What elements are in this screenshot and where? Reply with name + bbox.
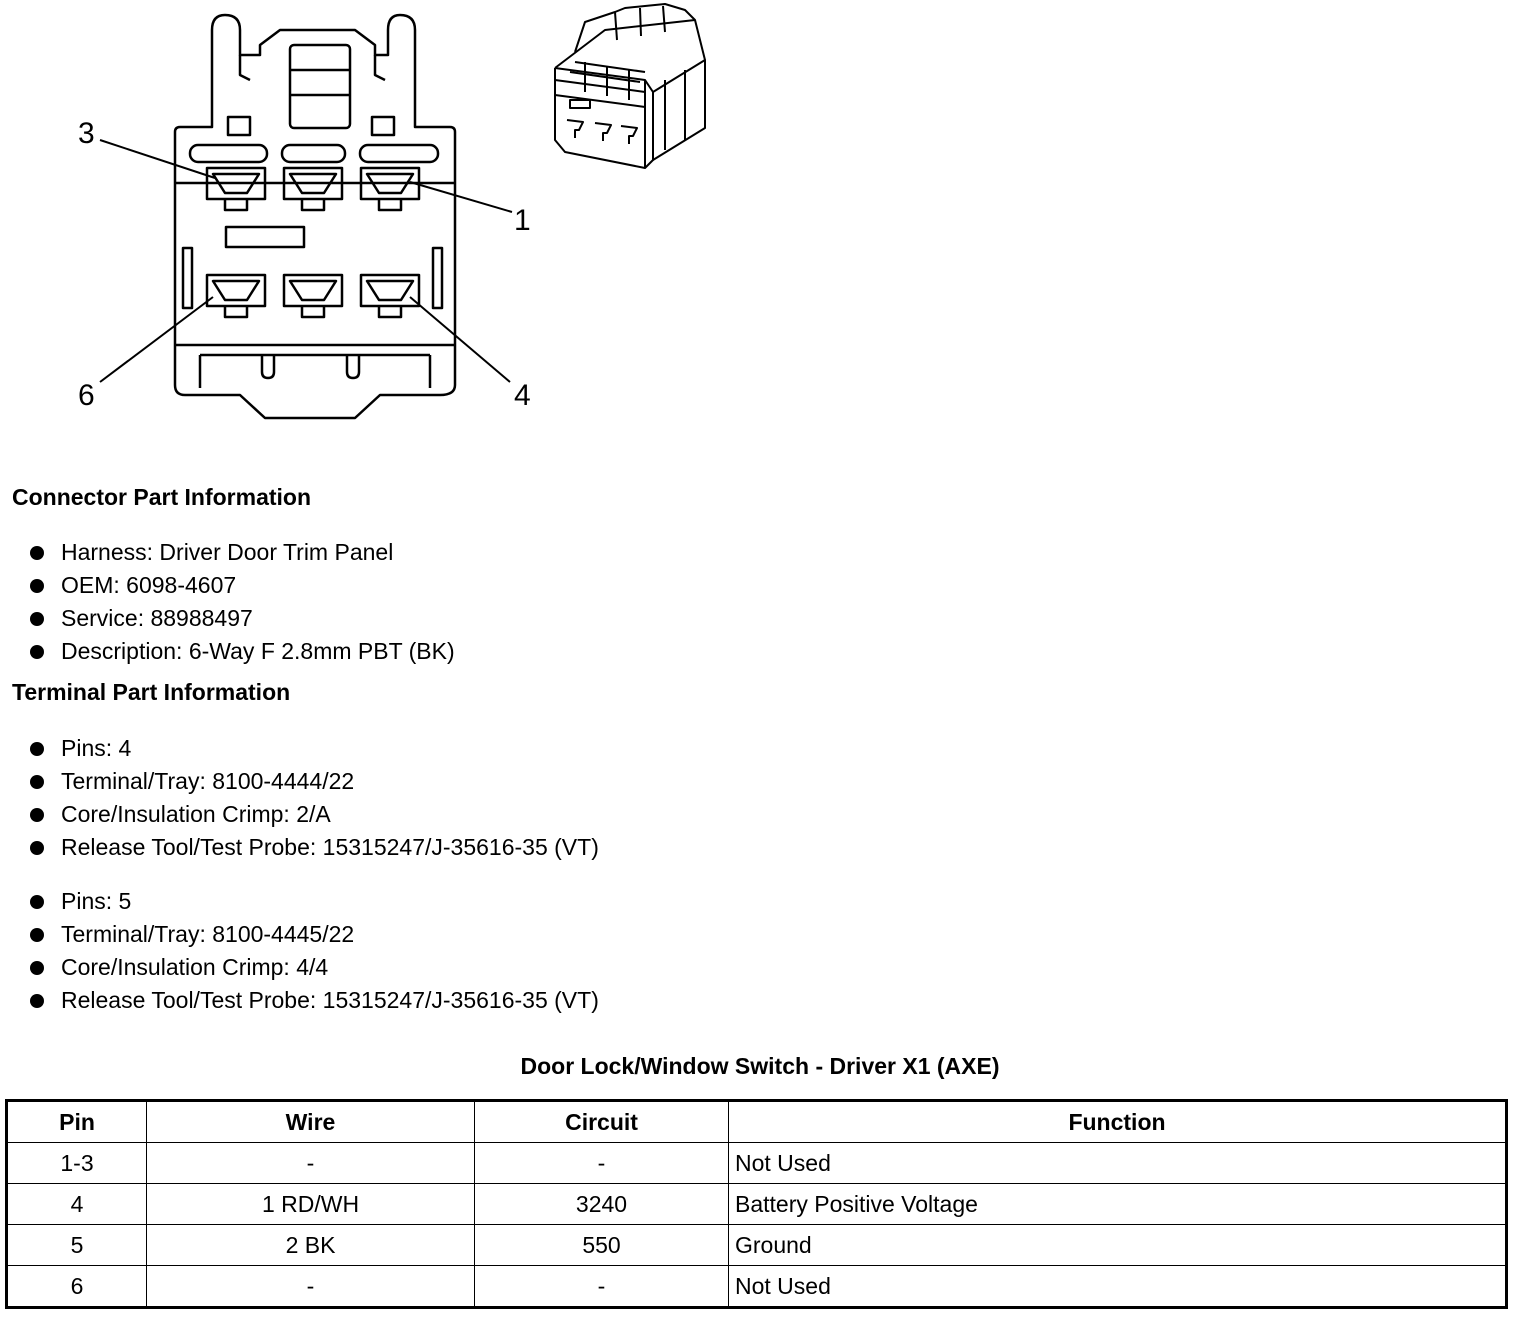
function-cell: Not Used xyxy=(728,1142,1507,1184)
table-row: 4 1 RD/WH 3240 Battery Positive Voltage xyxy=(6,1183,1507,1225)
connector-info-title: Connector Part Information xyxy=(12,484,312,510)
connector-face-diagram: 3 1 6 4 xyxy=(78,13,531,420)
table-header-row: Pin Wire Circuit Function xyxy=(6,1100,1507,1143)
list-item: Service: 88988497 xyxy=(30,602,455,635)
list-item: Description: 6-Way F 2.8mm PBT (BK) xyxy=(30,635,455,668)
column-header-circuit: Circuit xyxy=(474,1100,729,1143)
terminal-info-list-1: Pins: 4 Terminal/Tray: 8100-4444/22 Core… xyxy=(30,732,599,864)
list-item: Harness: Driver Door Trim Panel xyxy=(30,536,455,569)
cavity-pin-5 xyxy=(282,273,344,319)
pinout-table-title: Door Lock/Window Switch - Driver X1 (AXE… xyxy=(520,1053,1000,1079)
list-item: Core/Insulation Crimp: 2/A xyxy=(30,798,599,831)
terminal-info-list-2: Pins: 5 Terminal/Tray: 8100-4445/22 Core… xyxy=(30,885,599,1017)
function-cell: Battery Positive Voltage xyxy=(728,1183,1507,1225)
circuit-cell: - xyxy=(474,1142,729,1184)
bullet-icon xyxy=(30,895,44,909)
pin-label-4: 4 xyxy=(514,379,531,412)
pin-label-6: 6 xyxy=(78,379,95,412)
bullet-icon xyxy=(30,546,44,560)
column-header-wire: Wire xyxy=(146,1100,475,1143)
bullet-icon xyxy=(30,775,44,789)
bullet-icon xyxy=(30,579,44,593)
table-row: 5 2 BK 550 Ground xyxy=(6,1224,1507,1266)
list-item: Pins: 4 xyxy=(30,732,599,765)
cavity-pin-3 xyxy=(205,166,267,212)
wire-cell: - xyxy=(146,1265,475,1308)
circuit-cell: 3240 xyxy=(474,1183,729,1225)
pinout-table: Pin Wire Circuit Function 1-3 - - Not Us… xyxy=(5,1099,1508,1309)
list-item: OEM: 6098-4607 xyxy=(30,569,455,602)
circuit-cell: - xyxy=(474,1265,729,1308)
list-item: Core/Insulation Crimp: 4/4 xyxy=(30,951,599,984)
circuit-cell: 550 xyxy=(474,1224,729,1266)
wire-cell: - xyxy=(146,1142,475,1184)
connector-isometric-illustration xyxy=(554,3,706,169)
table-row: 6 - - Not Used xyxy=(6,1265,1507,1308)
bullet-icon xyxy=(30,994,44,1008)
cavity-pin-2 xyxy=(282,166,344,212)
list-item: Terminal/Tray: 8100-4445/22 xyxy=(30,918,599,951)
function-cell: Ground xyxy=(728,1224,1507,1266)
pin-cell: 6 xyxy=(6,1265,147,1308)
wire-cell: 2 BK xyxy=(146,1224,475,1266)
column-header-function: Function xyxy=(728,1100,1507,1143)
bullet-icon xyxy=(30,742,44,756)
pin-cell: 1-3 xyxy=(6,1142,147,1184)
list-item: Pins: 5 xyxy=(30,885,599,918)
pin-cell: 4 xyxy=(6,1183,147,1225)
column-header-pin: Pin xyxy=(6,1100,147,1143)
terminal-info-title: Terminal Part Information xyxy=(12,679,291,705)
connector-info-list: Harness: Driver Door Trim Panel OEM: 609… xyxy=(30,536,455,668)
function-cell: Not Used xyxy=(728,1265,1507,1308)
bullet-icon xyxy=(30,961,44,975)
bullet-icon xyxy=(30,808,44,822)
list-item: Release Tool/Test Probe: 15315247/J-3561… xyxy=(30,831,599,864)
bullet-icon xyxy=(30,612,44,626)
wire-cell: 1 RD/WH xyxy=(146,1183,475,1225)
pin-cell: 5 xyxy=(6,1224,147,1266)
cavity-pin-4 xyxy=(359,273,421,319)
list-item: Terminal/Tray: 8100-4444/22 xyxy=(30,765,599,798)
bullet-icon xyxy=(30,841,44,855)
pin-label-3: 3 xyxy=(78,117,95,150)
table-row: 1-3 - - Not Used xyxy=(6,1142,1507,1184)
list-item: Release Tool/Test Probe: 15315247/J-3561… xyxy=(30,984,599,1017)
cavity-pin-6 xyxy=(205,273,267,319)
pin-label-1: 1 xyxy=(514,204,531,237)
cavity-pin-1 xyxy=(359,166,421,212)
bullet-icon xyxy=(30,928,44,942)
bullet-icon xyxy=(30,645,44,659)
